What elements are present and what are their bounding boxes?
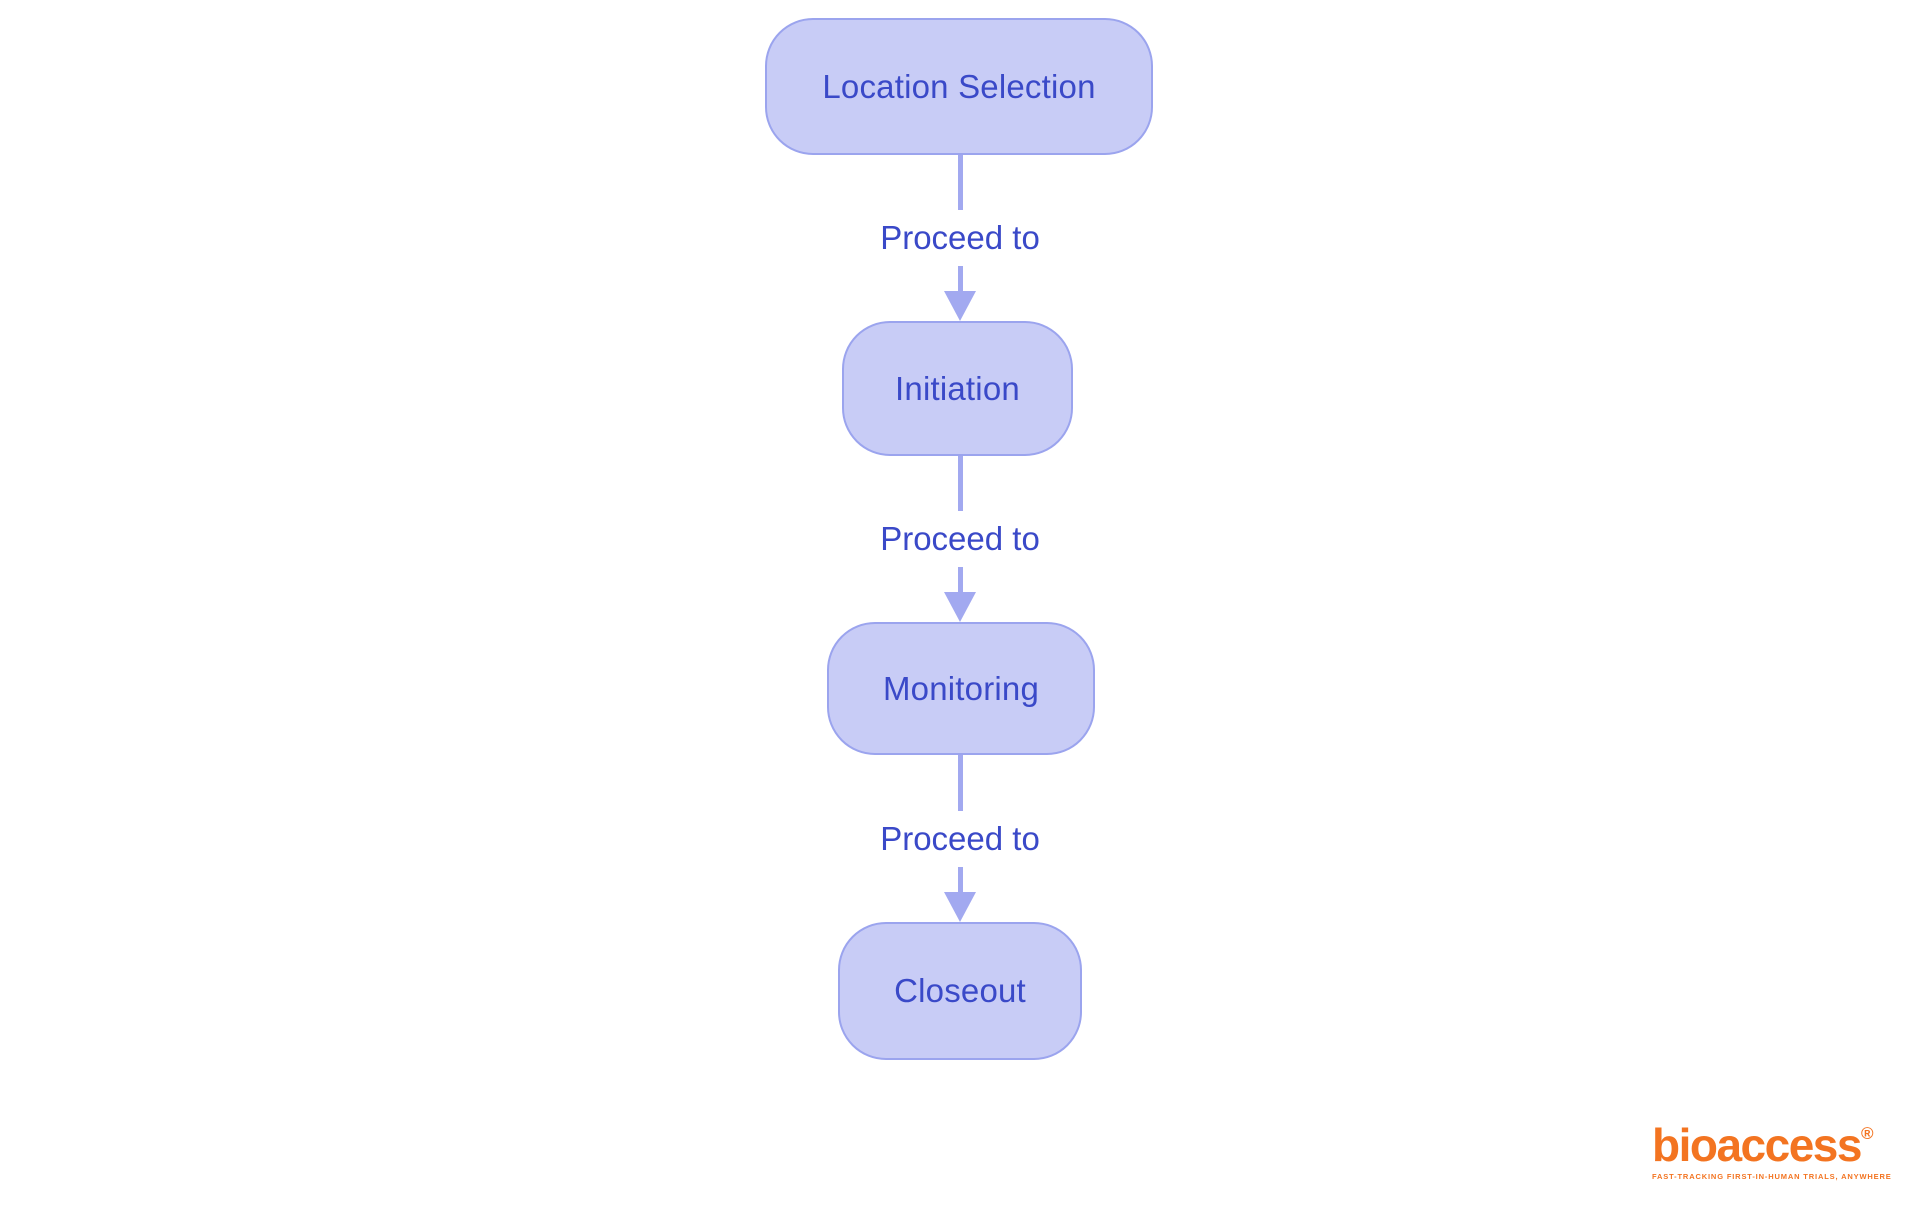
bioaccess-logo: bioaccess® FAST-TRACKING FIRST-IN-HUMAN …: [1652, 1122, 1892, 1181]
node-label-initiation: Initiation: [895, 369, 1020, 407]
edge-monitoring-to-closeout: Proceed to: [868, 755, 1052, 922]
edge-label-proceed-to-1: Proceed to: [868, 210, 1052, 266]
arrow-down-icon: [944, 291, 976, 321]
flow-node-initiation: Initiation: [842, 321, 1073, 456]
flow-node-closeout: Closeout: [838, 922, 1082, 1060]
edge-label-proceed-to-2: Proceed to: [868, 511, 1052, 567]
edge-label-proceed-to-3: Proceed to: [868, 810, 1052, 867]
flow-node-location-selection: Location Selection: [765, 18, 1153, 155]
logo-text: bioaccess: [1652, 1119, 1862, 1171]
node-label-monitoring: Monitoring: [882, 669, 1040, 707]
flow-node-monitoring: Monitoring: [827, 622, 1095, 755]
arrow-down-icon: [944, 592, 976, 622]
edge-location-to-initiation: Proceed to: [868, 155, 1052, 321]
edge-initiation-to-monitoring: Proceed to: [868, 456, 1052, 622]
arrow-down-icon: [944, 892, 976, 922]
registered-trademark-icon: ®: [1860, 1124, 1874, 1143]
logo-wordmark: bioaccess®: [1652, 1122, 1892, 1168]
node-label-closeout: Closeout: [894, 972, 1026, 1009]
node-label-location-selection: Location Selection: [822, 67, 1096, 105]
logo-tagline: FAST-TRACKING FIRST-IN-HUMAN TRIALS, ANY…: [1652, 1172, 1892, 1181]
